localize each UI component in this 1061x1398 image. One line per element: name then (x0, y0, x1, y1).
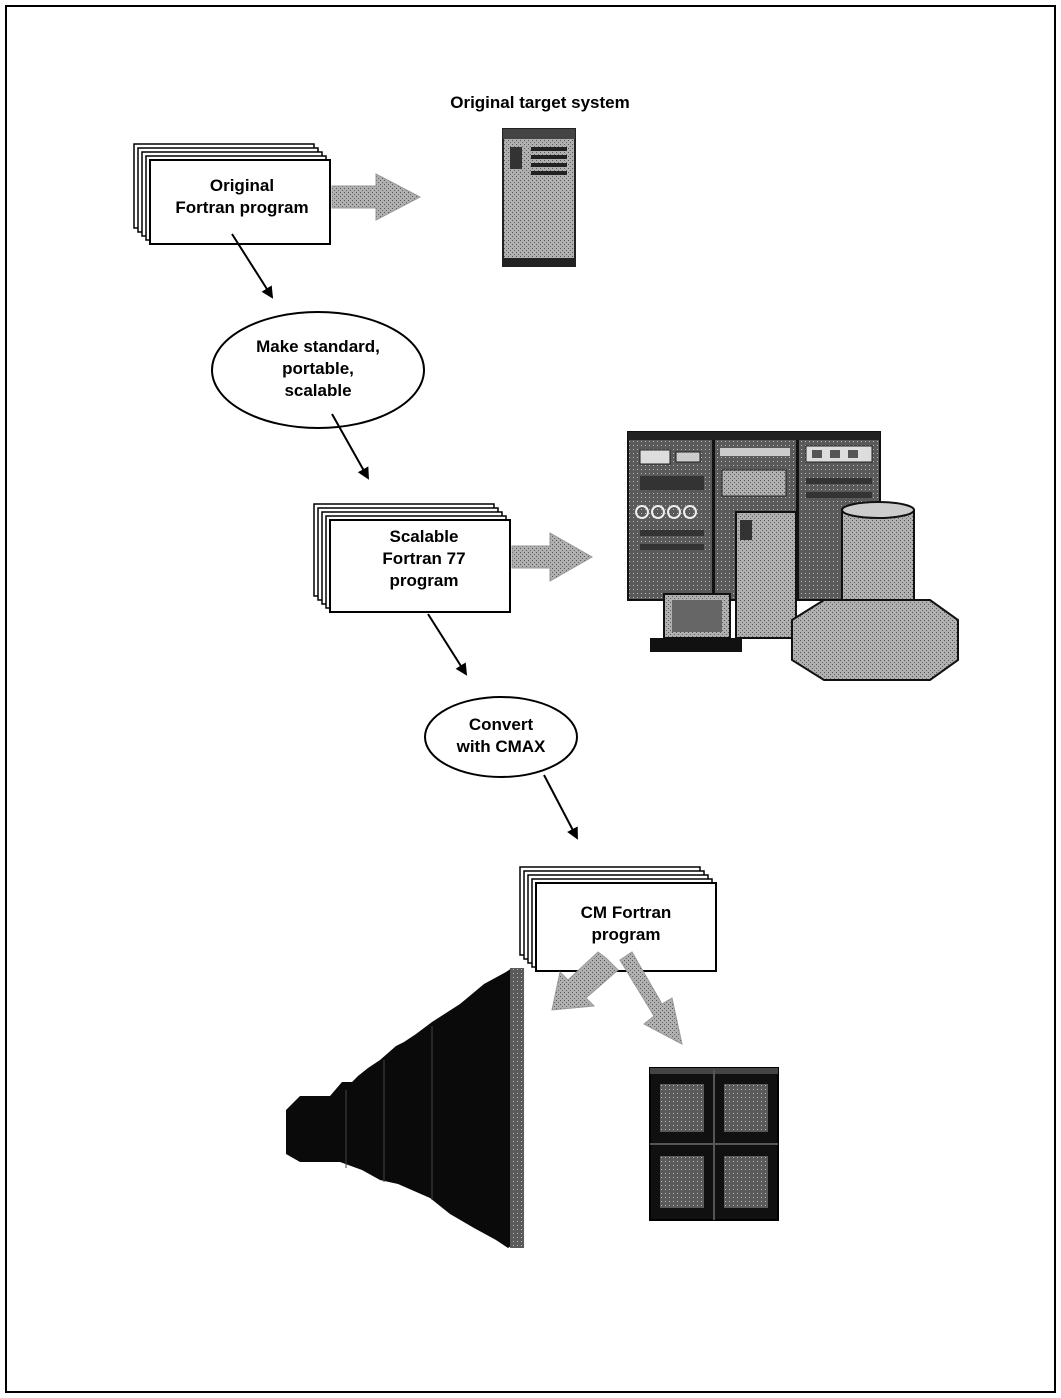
arrow-to-make-standard (231, 233, 274, 299)
connection-machine-icon (286, 968, 524, 1248)
arrow-to-scalable-target (511, 532, 594, 582)
scalable-program-label-3: program (390, 571, 459, 590)
arrow-to-original-target (331, 173, 422, 221)
server-tower-icon (502, 128, 576, 267)
convert-label-1: Convert (469, 715, 534, 734)
arrow-to-cm-small (619, 951, 683, 1045)
original-program-label-1: Original (210, 176, 274, 195)
page-frame (5, 5, 1056, 1393)
convert-label-2: with CMAX (456, 737, 546, 756)
make-standard-label-1: Make standard, (256, 337, 380, 356)
scalable-program-label-2: Fortran 77 (382, 549, 465, 568)
convert-ellipse (424, 696, 578, 778)
arrow-to-convert (427, 613, 468, 676)
make-standard-ellipse (211, 311, 425, 429)
scalable-program-label-1: Scalable (390, 527, 459, 546)
cm-program-label-2: program (592, 925, 661, 944)
make-standard-label-3: scalable (284, 381, 351, 400)
make-standard-label-2: portable, (282, 359, 354, 378)
scalable-program-doc (313, 503, 511, 613)
original-program-label-2: Fortran program (175, 198, 308, 217)
original-target-label: Original target system (450, 93, 630, 112)
arrow-to-cm-large (551, 951, 619, 1011)
cm-program-doc (519, 866, 717, 972)
arrow-to-scalable (331, 413, 369, 480)
mainframe-workstation-icon (627, 431, 959, 681)
arrow-to-cm-fortran (543, 774, 578, 840)
cm-program-label-1: CM Fortran (581, 903, 672, 922)
cm-cabinet-icon (649, 1067, 779, 1221)
